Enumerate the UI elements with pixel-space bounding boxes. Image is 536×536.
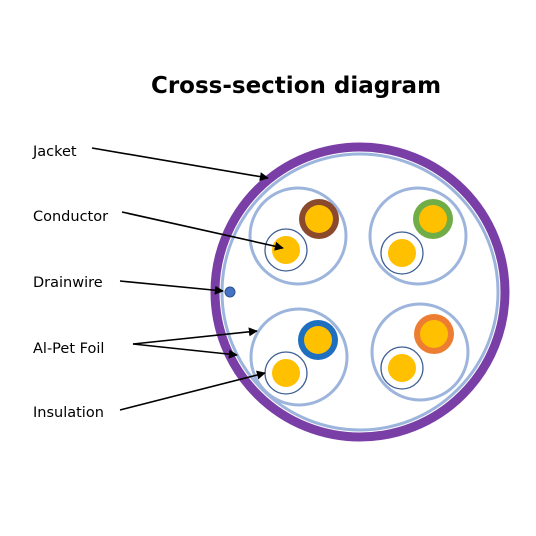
label-al-pet-foil: Al-Pet Foil <box>33 341 104 357</box>
wire-conductor <box>305 205 333 233</box>
pair-foil <box>368 186 468 286</box>
twisted-pair-3 <box>249 307 349 407</box>
label-conductor: Conductor <box>33 209 108 225</box>
wire-conductor <box>304 326 332 354</box>
label-drainwire: Drainwire <box>33 275 103 291</box>
wire-conductor <box>270 357 302 389</box>
pair-foil <box>370 302 470 402</box>
arrow-drainwire <box>119 280 224 295</box>
pair-foil <box>249 307 349 407</box>
twisted-pair-4 <box>370 302 470 402</box>
label-insulation: Insulation <box>33 405 104 421</box>
wire-conductor <box>270 234 302 266</box>
arrow-conductor <box>121 211 284 251</box>
pair-foil <box>248 186 348 286</box>
drainwire <box>224 286 236 298</box>
diagram-title: Cross-section diagram <box>151 73 441 99</box>
arrow-insulation <box>119 370 266 411</box>
arrow-jacket <box>91 147 269 182</box>
cable-cross-section <box>210 142 510 442</box>
wire-conductor <box>420 320 448 348</box>
label-jacket: Jacket <box>32 144 77 160</box>
wire-conductor <box>386 352 418 384</box>
arrow-foil-inner <box>132 343 238 359</box>
cable-jacket <box>210 142 510 442</box>
arrow-foil-outer <box>132 327 258 345</box>
wire-conductor <box>419 205 447 233</box>
wire-conductor <box>386 237 418 269</box>
twisted-pair-1 <box>248 186 348 286</box>
twisted-pair-2 <box>368 186 468 286</box>
